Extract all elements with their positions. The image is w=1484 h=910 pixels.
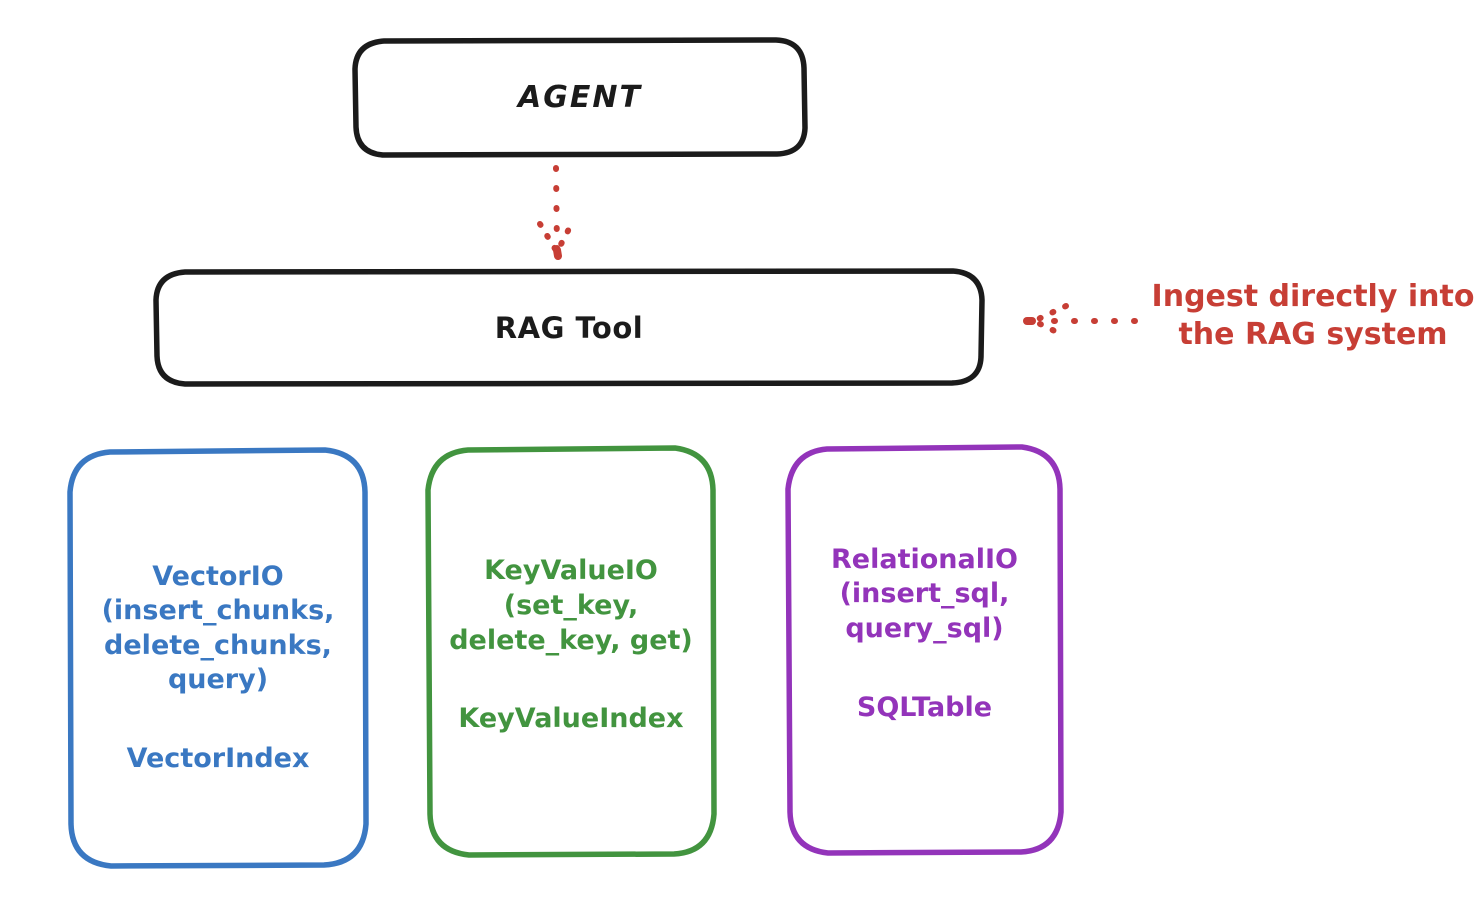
relational-io-content: RelationalIO (insert_sql, query_sql) SQL… (831, 543, 1018, 725)
agent-label: AGENT (518, 80, 642, 115)
vector-index-label: VectorIndex (126, 742, 310, 774)
rag-tool-node[interactable]: RAG Tool (156, 271, 982, 384)
vector-io-content: VectorIO (insert_chunks, delete_chunks, … (102, 560, 335, 777)
vector-io-node[interactable]: VectorIO (insert_chunks, delete_chunks, … (70, 450, 366, 866)
keyvalue-index-label: KeyValueIndex (458, 703, 684, 735)
agent-to-rag-arrow (537, 165, 575, 260)
agent-box-outline (352, 37, 808, 158)
relational-io-node[interactable]: RelationalIO (insert_sql, query_sql) SQL… (788, 447, 1061, 853)
relational-io-title: RelationalIO (insert_sql, query_sql) (831, 543, 1018, 644)
relational-io-box-outline (785, 444, 1064, 856)
keyvalue-io-node[interactable]: KeyValueIO (set_key, delete_key, get) Ke… (428, 448, 714, 855)
ingest-annotation-label: Ingest directly into the RAG system (1151, 279, 1475, 353)
keyvalue-io-title: KeyValueIO (set_key, delete_key, get) (449, 555, 693, 656)
keyvalue-io-box-outline (425, 445, 717, 858)
vector-io-box-outline (67, 447, 369, 869)
sql-table-label: SQLTable (856, 691, 993, 723)
agent-node[interactable]: AGENT (355, 40, 805, 155)
ingest-to-rag-arrow (1023, 303, 1138, 339)
vector-io-title: VectorIO (insert_chunks, delete_chunks, … (101, 560, 335, 696)
rag-tool-label: RAG Tool (494, 310, 644, 345)
rag-tool-box-outline (153, 268, 985, 387)
keyvalue-io-content: KeyValueIO (set_key, delete_key, get) Ke… (449, 554, 693, 736)
